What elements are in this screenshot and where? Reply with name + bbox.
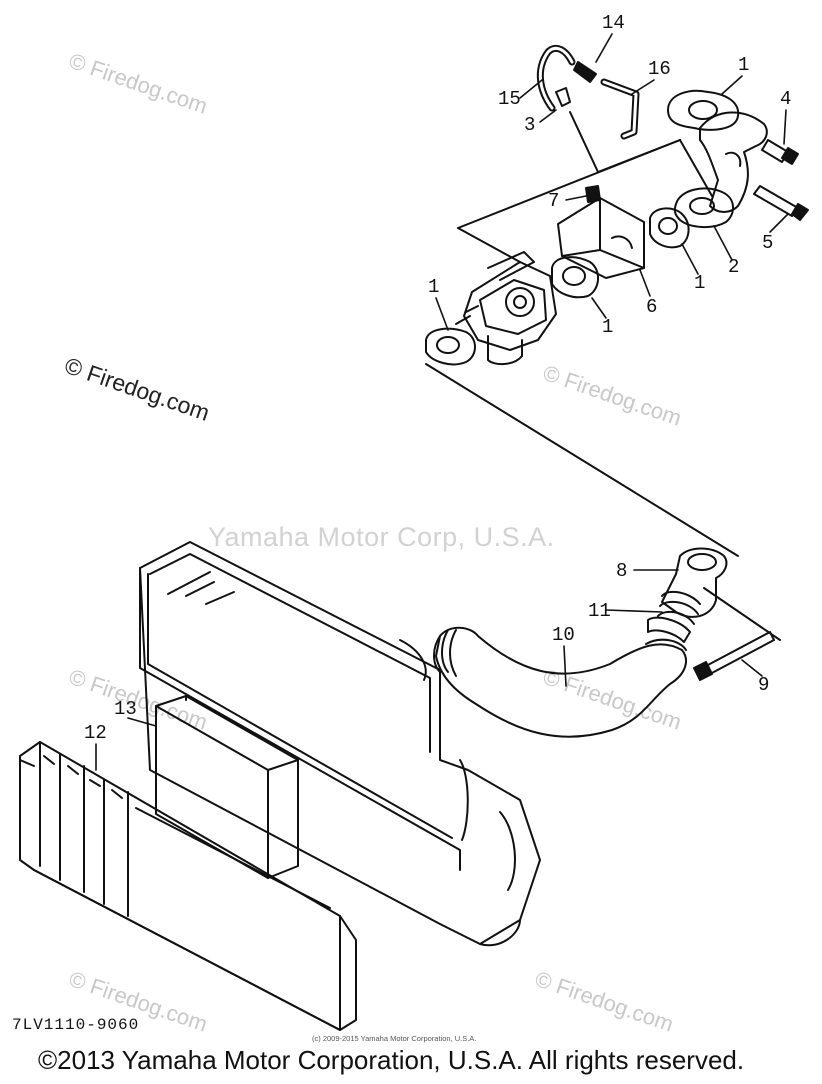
callout-13: 13 [114, 698, 137, 720]
intake-duct-10 [435, 626, 687, 738]
diagram-code: 7LV1110-9060 [12, 1016, 140, 1034]
gasket-1-carb [551, 256, 599, 299]
callout-16: 16 [648, 58, 671, 80]
air-cleaner-cover-12 [19, 741, 357, 1031]
callout-1: 1 [602, 316, 614, 338]
gasket-1-left [425, 327, 476, 366]
callout-1: 1 [428, 276, 440, 298]
yamaha-watermark: Yamaha Motor Corp, U.S.A. [208, 522, 555, 552]
callout-1: 1 [738, 54, 750, 76]
air-box-housing [139, 541, 541, 945]
callout-1: 1 [694, 272, 706, 294]
callout-11: 11 [588, 600, 611, 622]
callout-9: 9 [758, 674, 770, 696]
assembly-line [569, 111, 681, 173]
callout-15: 15 [498, 88, 521, 110]
bolt-4 [761, 139, 789, 163]
copyright-footer: ©2013 Yamaha Motor Corporation, U.S.A. A… [38, 1045, 745, 1075]
callout-6: 6 [646, 296, 658, 318]
manifold-elbow-2 [699, 111, 768, 213]
callout-5: 5 [762, 232, 774, 254]
assembly-line [425, 363, 739, 557]
small-copyright: (c) 2009-2015 Yamaha Motor Corporation, … [312, 1034, 477, 1043]
carburetor [463, 261, 557, 351]
callout-10: 10 [552, 624, 575, 646]
bolt-5 [753, 185, 799, 217]
assembly-line [457, 227, 521, 263]
callout-7: 7 [548, 190, 560, 212]
assembly-line [679, 139, 713, 197]
gasket-1-mid [649, 207, 690, 249]
callout-3: 3 [524, 114, 536, 136]
nut-7 [585, 185, 601, 203]
callout-2: 2 [728, 256, 740, 278]
callout-8: 8 [616, 560, 628, 582]
callout-12: 12 [84, 722, 107, 744]
callout-14: 14 [602, 12, 625, 34]
clamp-11 [657, 590, 701, 625]
fitting-14 [573, 61, 597, 83]
gasket-2 [673, 187, 734, 228]
gasket-1-top [667, 89, 740, 131]
nipple-3 [555, 87, 571, 107]
callout-4: 4 [780, 88, 792, 110]
